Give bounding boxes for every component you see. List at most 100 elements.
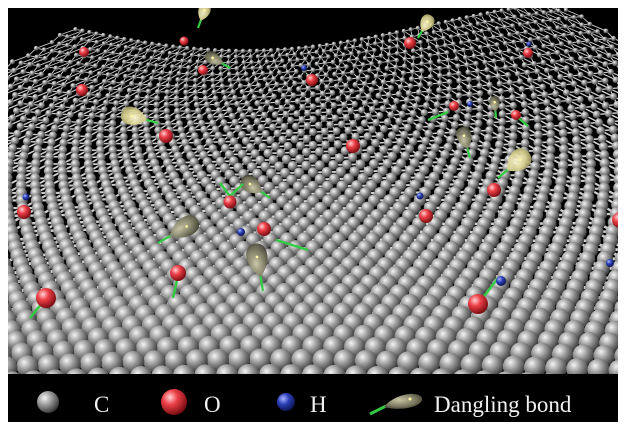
carbon-atom	[556, 8, 561, 13]
carbon-atom	[255, 54, 261, 59]
carbon-atom	[314, 49, 319, 55]
carbon-atom	[106, 57, 111, 63]
carbon-atom	[162, 63, 167, 69]
carbon-atom	[111, 50, 116, 56]
carbon-atom	[303, 45, 309, 50]
carbon-atom	[595, 29, 601, 35]
carbon-bond	[59, 37, 75, 45]
carbon-bond	[507, 17, 521, 25]
carbon-atom	[210, 65, 216, 71]
carbon-atom	[534, 68, 541, 75]
carbon-atom-lattice	[8, 8, 618, 422]
carbon-atom	[521, 62, 528, 68]
carbon-atom	[471, 30, 477, 35]
carbon-bond	[533, 8, 545, 13]
carbon-atom	[101, 32, 106, 38]
carbon-atom	[433, 37, 439, 42]
carbon-atom	[218, 66, 224, 71]
carbon-atom	[171, 44, 176, 49]
carbon-bond	[499, 19, 513, 27]
carbon-atom	[248, 54, 253, 59]
molecular-model-svg	[8, 8, 618, 422]
carbon-atom	[584, 38, 591, 44]
carbon-atom	[247, 48, 253, 54]
carbon-atom	[505, 15, 510, 21]
carbon-atom	[272, 59, 277, 64]
carbon-atom	[393, 64, 399, 70]
carbon-atom	[478, 12, 483, 17]
carbon-atom	[62, 66, 68, 72]
carbon-atom	[126, 67, 132, 73]
carbon-atom	[336, 47, 341, 52]
carbon-atom	[597, 69, 604, 77]
carbon-atom	[602, 36, 608, 42]
carbon-atom	[332, 71, 338, 77]
carbon-bond	[74, 31, 90, 39]
carbon-bond	[604, 38, 618, 46]
carbon-atom	[57, 50, 63, 55]
carbon-atom	[409, 69, 416, 75]
carbon-atom	[459, 40, 464, 45]
carbon-atom	[469, 46, 475, 52]
carbon-bond	[551, 8, 559, 12]
carbon-bond	[52, 44, 68, 52]
carbon-atom	[533, 19, 538, 25]
carbon-atom	[577, 71, 584, 78]
carbon-atom	[251, 71, 257, 77]
carbon-bond	[89, 34, 104, 42]
carbon-atom	[441, 35, 446, 41]
carbon-atom	[236, 77, 242, 83]
carbon-atom	[434, 44, 440, 50]
carbon-atom	[198, 47, 204, 52]
carbon-atom	[70, 67, 76, 74]
carbon-atom	[583, 63, 589, 70]
carbon-atom	[380, 33, 386, 38]
carbon-atom	[475, 37, 480, 43]
carbon-atom	[41, 47, 47, 53]
carbon-bond	[29, 57, 46, 65]
carbon-atom	[425, 38, 431, 44]
carbon-atom	[474, 68, 481, 74]
carbon-atom	[338, 40, 344, 46]
carbon-atom	[149, 55, 155, 61]
carbon-atom	[387, 31, 393, 37]
carbon-atom	[51, 57, 57, 63]
carbon-atom	[395, 37, 400, 42]
carbon-atom	[377, 60, 383, 66]
carbon-atom	[185, 45, 190, 51]
carbon-atom	[385, 59, 391, 64]
carbon-atom	[473, 60, 479, 67]
carbon-atom	[382, 72, 389, 78]
carbon-atom	[285, 52, 290, 58]
carbon-atom	[23, 77, 29, 84]
carbon-atom	[131, 74, 137, 80]
carbon-atom	[615, 51, 618, 58]
carbon-atom	[419, 61, 425, 67]
carbon-atom	[502, 24, 508, 30]
carbon-atom	[296, 46, 302, 51]
carbon-atom	[143, 68, 149, 74]
carbon-atom	[602, 61, 609, 68]
carbon-atom	[42, 55, 48, 61]
carbon-atom	[243, 71, 249, 77]
carbon-atom	[274, 64, 280, 70]
graphene-sheet-render	[8, 8, 618, 422]
carbon-atom	[34, 54, 40, 60]
carbon-atom	[235, 71, 241, 77]
carbon-atom	[80, 28, 85, 33]
carbon-atom	[356, 50, 362, 55]
carbon-atom	[218, 77, 225, 83]
carbon-atom	[29, 70, 35, 76]
carbon-atom	[512, 63, 519, 69]
carbon-atom	[493, 65, 500, 72]
carbon-bond	[529, 14, 544, 22]
carbon-atom	[108, 34, 113, 39]
carbon-atom	[260, 70, 266, 76]
carbon-atom	[563, 8, 569, 13]
carbon-atom	[561, 32, 567, 38]
carbon-atom	[253, 76, 259, 83]
carbon-atom	[210, 71, 216, 77]
carbon-atom	[178, 64, 183, 70]
carbon-atom	[550, 42, 556, 48]
carbon-atom	[345, 39, 351, 44]
